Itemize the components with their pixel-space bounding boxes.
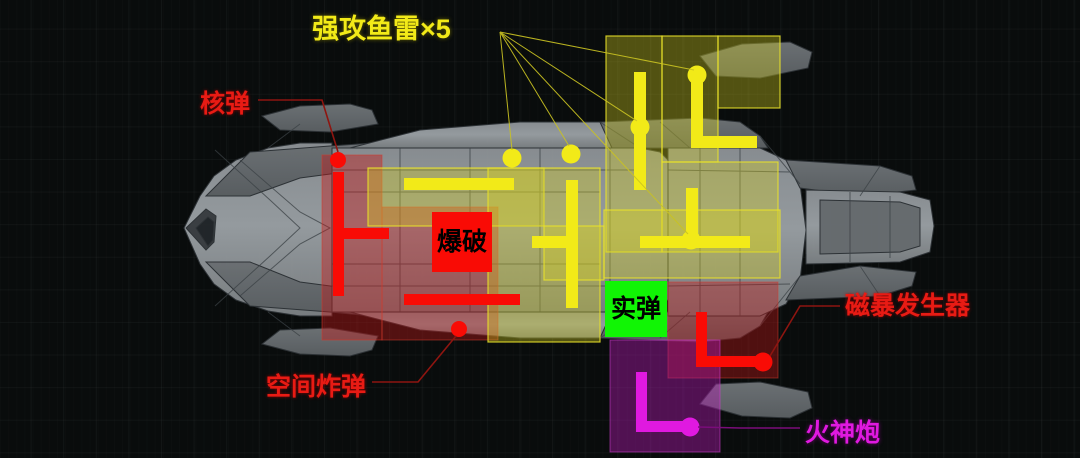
glyph-vulcan-cannon (636, 372, 692, 432)
label-nuclear-missile: 核弹 (200, 90, 251, 118)
label-magnetic-storm-generator: 磁暴发生器 (845, 292, 971, 320)
nuke-leader (258, 99, 339, 153)
chip-demolition: 爆破 (432, 212, 492, 272)
label-vulcan-cannon: 火神炮 (805, 419, 881, 447)
torpedo-leader-fan (499, 31, 695, 235)
torpedo-dot-1 (502, 148, 522, 168)
vulcan-dot (680, 417, 700, 437)
torpedo-dot-4 (687, 65, 707, 85)
region-nuclear (321, 154, 383, 341)
nuke-dot (330, 152, 346, 168)
magstorm-dot (753, 352, 773, 372)
spacebomb-leader (372, 335, 457, 383)
vulcan-leader (697, 426, 800, 429)
glyph-magnetic-storm (696, 312, 764, 367)
torpedo-dot-3 (630, 117, 650, 137)
magstorm-leader (769, 305, 840, 357)
glyph-torpedo-4 (691, 76, 757, 148)
torpedo-dot-5 (681, 230, 701, 250)
label-assault-torpedo: 强攻鱼雷×5 (312, 14, 451, 44)
glyph-nuclear-missile (333, 172, 389, 296)
chip-live-ammo: 实弹 (605, 281, 667, 337)
spacebomb-dot (451, 321, 467, 337)
weapon-marker-dots (330, 65, 773, 437)
glyph-torpedo-2 (532, 180, 578, 308)
glyph-space-bomb (404, 294, 520, 305)
torpedo-dot-2 (561, 144, 581, 164)
label-space-bomb: 空间炸弹 (266, 373, 367, 401)
glyph-torpedo-1 (404, 178, 514, 190)
